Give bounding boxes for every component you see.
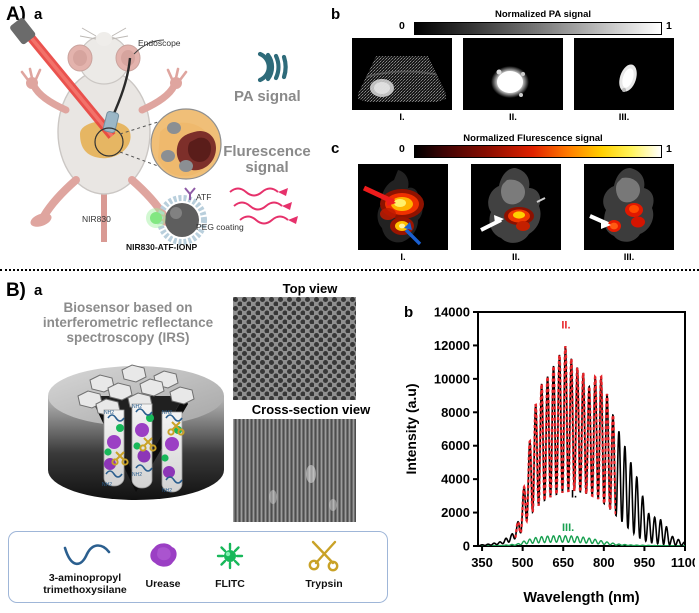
svg-text:500: 500 (512, 555, 534, 570)
panel-b-sublabel-b: b (404, 304, 414, 321)
svg-text:Intensity (a.u): Intensity (a.u) (403, 383, 419, 474)
pa-image-3 (574, 38, 674, 115)
svg-text:800: 800 (593, 555, 615, 570)
cross-section-view-label: Cross-section view (251, 402, 371, 417)
biosensor-title-line3: spectroscopy (IRS) (66, 330, 190, 345)
svg-text:NH2: NH2 (162, 488, 172, 494)
atf-label: ATF (196, 192, 212, 202)
nir830-label: NIR830 (82, 214, 111, 224)
spectrum-chart-svg: 0 2000 4000 6000 8000 10000 12000 14000 350 500 65… (403, 305, 699, 607)
nanoparticle-name-label: NIR830-ATF-IONP (126, 242, 198, 252)
svg-text:14000: 14000 (434, 305, 470, 320)
svg-text:0: 0 (463, 539, 470, 554)
nanoparticle-illustration (130, 184, 240, 251)
legend-label-urease: Urease (145, 578, 181, 590)
sem-top-view-image (233, 297, 356, 400)
svg-text:6000: 6000 (441, 438, 470, 453)
svg-text:NH2: NH2 (102, 482, 112, 488)
svg-text:Wavelength (nm): Wavelength (nm) (523, 590, 639, 606)
legend-label-silane-line1: 3-aminopropyl (48, 572, 122, 584)
svg-text:III.: III. (562, 522, 574, 534)
panel-b-letter: B) (6, 280, 26, 301)
pa-colorbar-title: Normalized PA signal (494, 9, 592, 20)
svg-text:NH2: NH2 (162, 410, 172, 416)
spectrum-chart: 0 2000 4000 6000 8000 10000 12000 14000 350 500 65… (400, 290, 699, 608)
fl-colorbar (414, 145, 662, 158)
fluorescence-label-line2: signal (245, 159, 289, 176)
svg-text:2000: 2000 (441, 505, 470, 520)
endoscope-label: Endoscope (138, 38, 181, 48)
starburst-icon (216, 542, 244, 575)
biosensor-title-line1: Biosensor based on (63, 300, 193, 315)
pa-signal-label: PA signal (234, 88, 301, 105)
biosensor-3d-illustration: NH2 NH2 NH2 NH2 NH2 NH2 (38, 352, 233, 525)
fluorescence-label-line1: Flurescence (223, 143, 311, 160)
svg-text:NH2: NH2 (104, 410, 114, 416)
pa-image-2 (463, 38, 563, 115)
svg-text:NH2: NH2 (132, 404, 142, 410)
scissors-icon (307, 538, 341, 577)
pa-colorbar-max: 1 (666, 20, 672, 32)
squiggle-icon (61, 542, 115, 575)
pa-image-2-roman: II. (509, 112, 517, 123)
panel-divider (0, 269, 699, 271)
fluorescence-squiggle-icon (228, 182, 320, 237)
fl-image-3 (584, 164, 674, 255)
legend-label-silane-line2: trimethoxysilane (43, 584, 127, 596)
pa-signal-wave-icon (252, 46, 294, 91)
pa-image-1 (352, 38, 452, 115)
blob-icon (146, 540, 180, 575)
svg-text:350: 350 (471, 555, 493, 570)
fl-colorbar-title: Normalized Flurescence signal (463, 133, 603, 144)
panel-a-sublabel-b: b (331, 6, 341, 23)
svg-text:1100: 1100 (671, 555, 695, 570)
panel-a-sublabel-c: c (331, 140, 340, 157)
fl-image-2-roman: II. (512, 252, 520, 263)
pa-colorbar-min: 0 (399, 20, 405, 32)
svg-text:I.: I. (571, 489, 577, 501)
svg-text:NH2: NH2 (132, 472, 142, 478)
fl-colorbar-max: 1 (666, 143, 672, 155)
svg-text:II.: II. (561, 320, 570, 332)
panel-b-sublabel-a: a (34, 282, 43, 299)
fl-image-2 (471, 164, 561, 255)
svg-text:950: 950 (634, 555, 656, 570)
svg-text:12000: 12000 (434, 338, 470, 353)
svg-text:10000: 10000 (434, 371, 470, 386)
svg-text:8000: 8000 (441, 405, 470, 420)
fl-image-1 (358, 164, 448, 255)
molecule-legend-box: 3-aminopropyl trimethoxysilane Urease FL… (8, 531, 388, 603)
fl-image-3-roman: III. (623, 252, 635, 263)
legend-label-flitc: FLITC (215, 578, 245, 590)
fl-colorbar-min: 0 (399, 143, 405, 155)
svg-text:4000: 4000 (441, 472, 470, 487)
svg-text:650: 650 (552, 555, 574, 570)
pa-colorbar (414, 22, 662, 35)
pa-image-3-roman: III. (618, 112, 630, 123)
top-view-label: Top view (282, 281, 338, 296)
panel-a-sublabel-a: a (34, 6, 43, 23)
legend-label-trypsin: Trypsin (305, 578, 343, 590)
fl-image-1-roman: I. (400, 252, 406, 263)
pa-image-1-roman: I. (399, 112, 405, 123)
sem-cross-section-image (233, 419, 356, 522)
biosensor-title-line2: interferometric reflectance (42, 315, 214, 330)
peg-coating-label: PEG coating (196, 222, 244, 232)
mouse-endoscope-illustration (8, 14, 223, 254)
